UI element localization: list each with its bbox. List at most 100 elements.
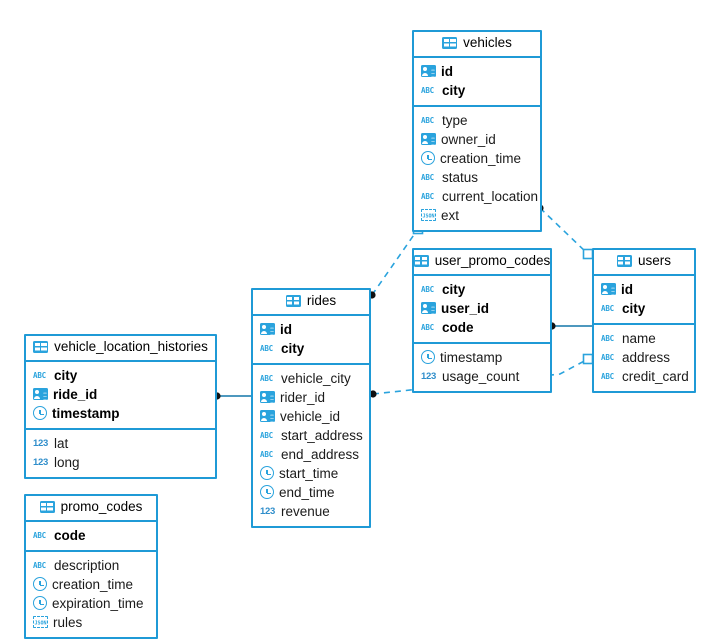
column-row[interactable]: owner_id [421, 130, 533, 149]
column-row[interactable]: expiration_time [33, 594, 149, 613]
abc-icon: ABC [33, 370, 46, 380]
column-name: credit_card [622, 368, 689, 384]
id-icon [33, 388, 48, 401]
table-header[interactable]: rides [253, 290, 369, 316]
clock-icon [421, 151, 435, 166]
column-row[interactable]: user_id [421, 299, 543, 318]
clock-icon [260, 485, 274, 500]
column-name: timestamp [440, 349, 503, 365]
table-header[interactable]: user_promo_codes [413, 250, 550, 276]
table-title: vehicles [463, 35, 512, 50]
table-header[interactable]: users [594, 250, 694, 276]
table-icon [33, 341, 49, 354]
num-icon: 123 [421, 370, 436, 382]
abc-icon: ABC [421, 85, 434, 95]
clock-icon [33, 596, 47, 611]
column-name: status [442, 169, 479, 185]
id-icon [421, 65, 436, 78]
column-row[interactable]: ABC status [421, 168, 533, 187]
column-row[interactable]: ABC city [601, 299, 687, 318]
column-name: rules [53, 614, 83, 630]
column-name: start_time [279, 465, 339, 481]
table-icon [413, 255, 429, 268]
column-name: revenue [281, 503, 330, 519]
column-row[interactable]: id [601, 280, 687, 299]
column-row[interactable]: ABC end_address [260, 445, 362, 464]
json-icon: JSON [33, 616, 48, 629]
abc-icon: ABC [601, 303, 614, 313]
abc-icon: ABC [260, 449, 273, 459]
column-row[interactable]: 123 revenue [260, 502, 362, 521]
column-row[interactable]: rider_id [260, 388, 362, 407]
column-row[interactable]: timestamp [33, 404, 208, 423]
column-row[interactable]: creation_time [33, 575, 149, 594]
clock-icon [33, 406, 47, 421]
column-row[interactable]: ride_id [33, 385, 208, 404]
relationship-user-promo-codes-to-users[interactable] [548, 322, 592, 330]
num-icon: 123 [33, 437, 48, 449]
column-row[interactable]: end_time [260, 483, 362, 502]
column-row[interactable]: id [421, 62, 533, 81]
table-header[interactable]: vehicles [414, 32, 540, 58]
column-name: end_time [279, 484, 335, 500]
table-header[interactable]: vehicle_location_histories [26, 336, 215, 362]
column-row[interactable]: timestamp [421, 348, 543, 367]
abc-icon: ABC [33, 560, 46, 570]
column-name: code [442, 319, 474, 335]
column-name: long [54, 454, 80, 470]
num-icon: 123 [260, 505, 275, 517]
abc-icon: ABC [421, 284, 434, 294]
column-row[interactable]: id [260, 320, 362, 339]
table-header[interactable]: promo_codes [26, 496, 156, 522]
column-name: code [54, 527, 86, 543]
clock-icon [421, 350, 435, 365]
column-row[interactable]: vehicle_id [260, 407, 362, 426]
table-icon [39, 501, 55, 514]
column-name: city [281, 340, 305, 356]
column-name: city [622, 300, 646, 316]
abc-icon: ABC [260, 430, 273, 440]
column-row[interactable]: creation_time [421, 149, 533, 168]
column-row[interactable]: start_time [260, 464, 362, 483]
abc-icon: ABC [260, 373, 273, 383]
relationship-vehicle-location-histories-to-rides[interactable] [213, 392, 251, 400]
column-name: end_address [281, 446, 360, 462]
id-icon [260, 323, 275, 336]
abc-icon: ABC [421, 172, 434, 182]
column-row[interactable]: JSON rules [33, 613, 149, 632]
id-icon [601, 283, 616, 296]
id-icon [421, 302, 436, 315]
table-title: promo_codes [60, 499, 143, 514]
abc-icon: ABC [421, 115, 434, 125]
